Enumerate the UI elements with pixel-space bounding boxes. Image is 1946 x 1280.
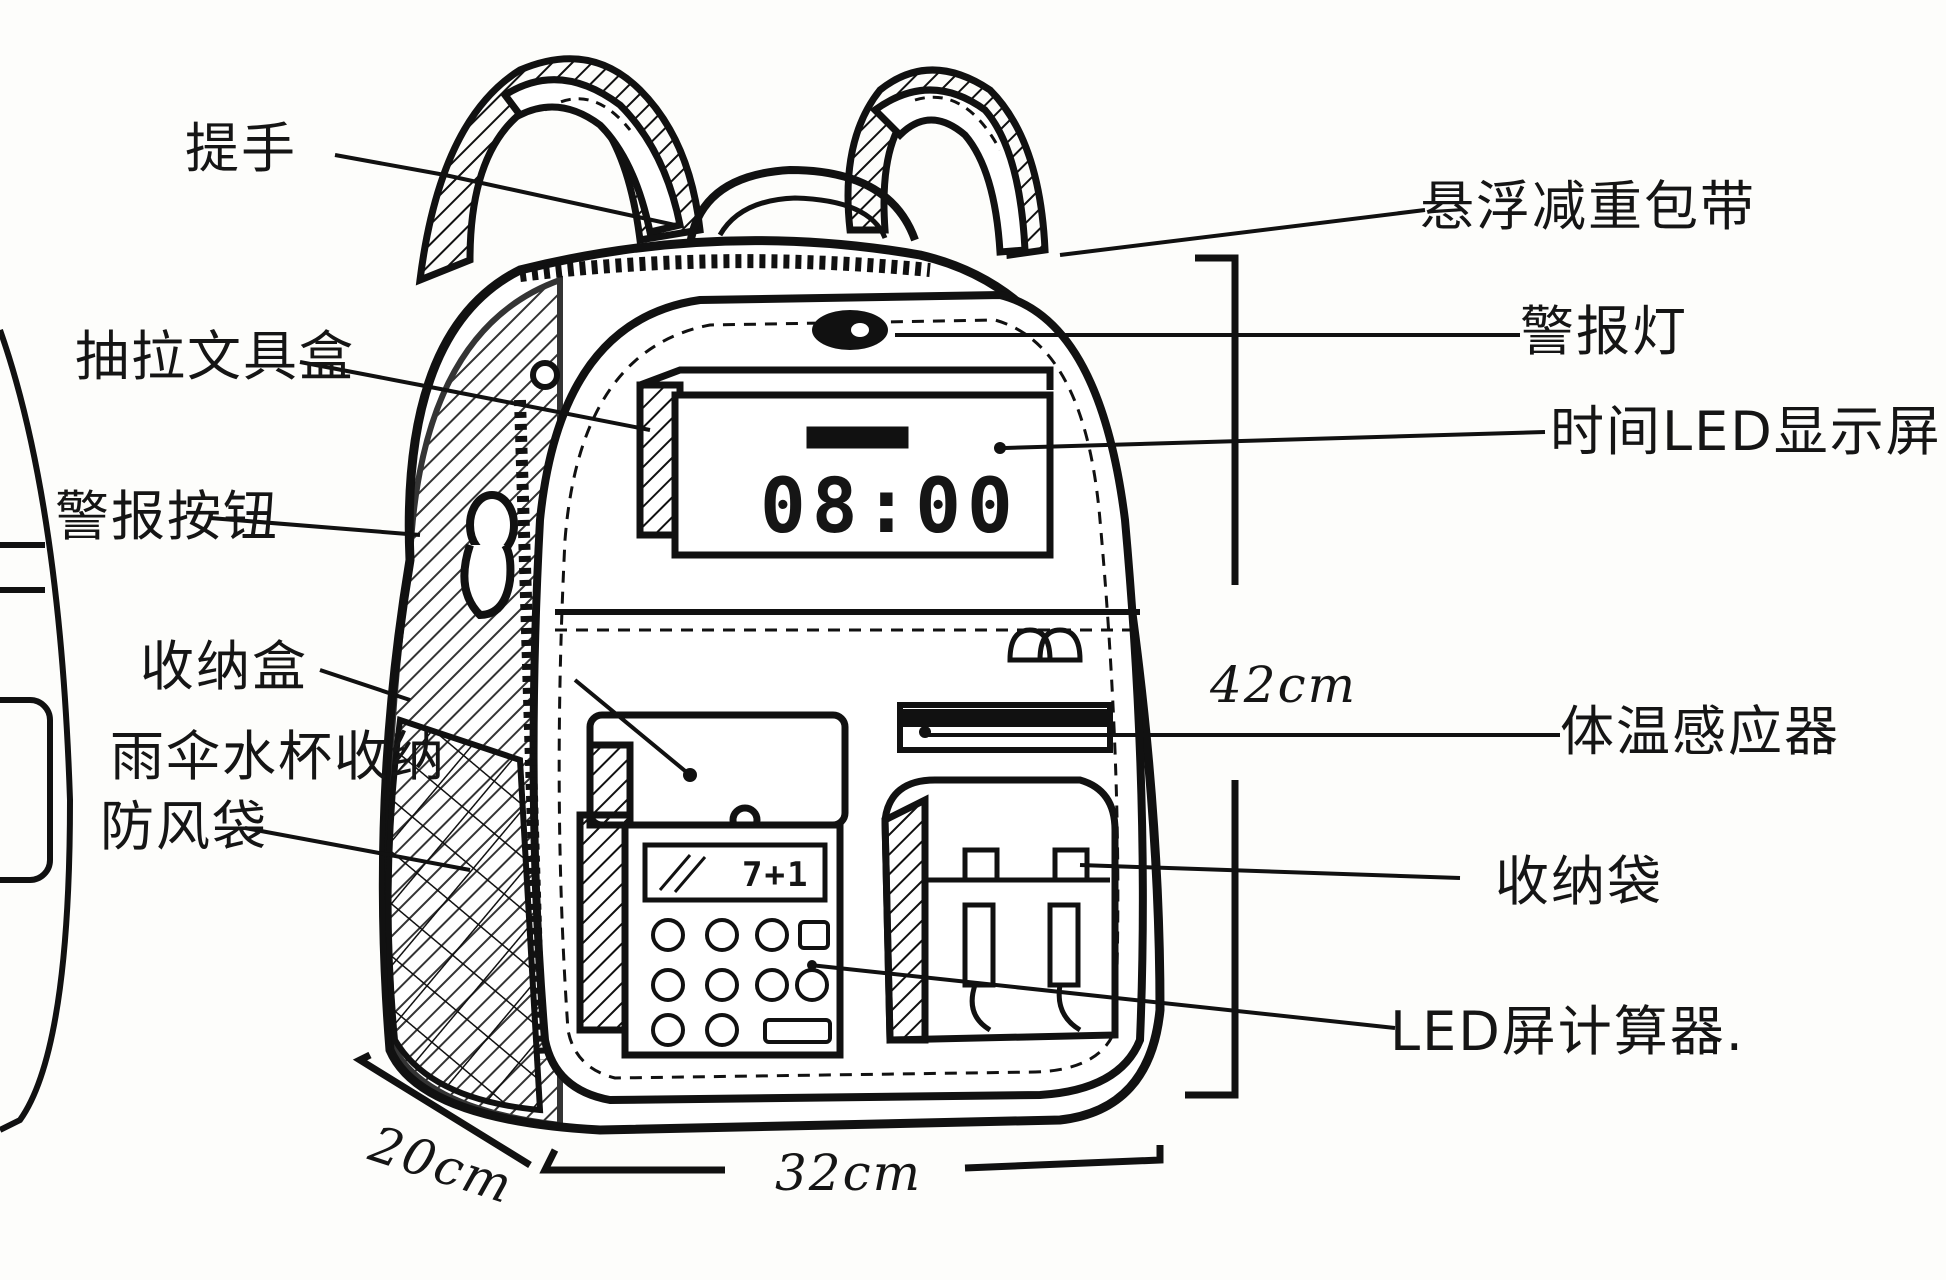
label-shoulder-strap: 悬浮减重包带 [1420,175,1756,238]
label-alarm-light: 警报灯 [1520,300,1688,363]
label-storage-bag: 收纳袋 [1495,850,1663,913]
dimension-height: 42cm [1210,656,1358,714]
label-led-calculator: LED屏计算器. [1390,1000,1745,1063]
dimension-width: 32cm [775,1144,923,1202]
label-pencil-box: 抽拉文具盒 [75,325,355,388]
label-side-pocket-line1: 雨伞水杯收纳 [110,725,446,788]
label-side-pocket-line2: 防风袋 [100,795,268,858]
alarm-button-shape [460,491,518,620]
label-handle: 提手 [185,117,297,180]
storage-bag-shape [881,776,1119,1044]
time-display-readout: 08:00 [760,461,1019,550]
label-alarm-button: 警报按钮 [55,485,279,548]
label-storage-box: 收纳盒 [140,635,308,698]
label-temp-sensor: 体温感应器 [1560,700,1840,763]
alarm-light-shape [812,310,888,350]
calculator-box [576,711,849,1059]
temp-sensor-shape [897,702,1113,753]
calculator-readout: 7+1 [742,855,810,895]
handle-shape [686,165,919,246]
label-time-display: 时间LED显示屏 [1550,400,1942,463]
leader-lines [209,153,1560,1174]
time-display-box [636,366,1054,559]
side-object [0,329,74,1133]
